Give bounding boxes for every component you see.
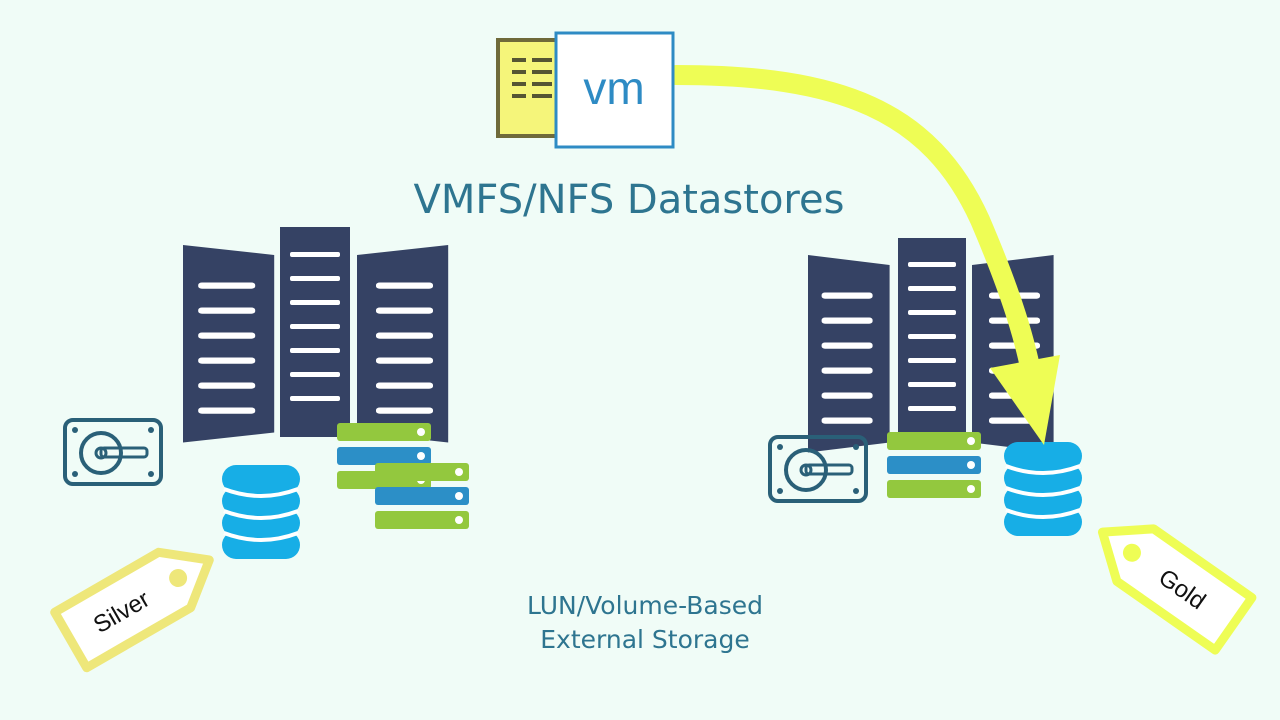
caption-line-2: External Storage [540, 625, 750, 654]
database-right-icon [1002, 440, 1084, 538]
diagram-title: VMFS/NFS Datastores [414, 177, 845, 223]
storage-trays-right-icon [887, 432, 981, 498]
gold-tag: Gold [1097, 524, 1257, 655]
server-rack-left-icon [183, 227, 449, 443]
database-left-icon [220, 463, 302, 561]
migration-arrow [666, 65, 1060, 445]
storage-trays-left-front-icon [375, 463, 469, 529]
vm-icon: vm [496, 31, 675, 149]
vm-icon-label: vm [583, 62, 644, 114]
server-rack-right-icon [808, 238, 1054, 453]
silver-tag: Silver [50, 547, 214, 673]
hard-drive-left-icon [63, 418, 163, 486]
right-storage-group: Gold [768, 238, 1257, 655]
left-storage-group: Silver [50, 227, 469, 673]
caption-line-1: LUN/Volume-Based [527, 591, 763, 620]
